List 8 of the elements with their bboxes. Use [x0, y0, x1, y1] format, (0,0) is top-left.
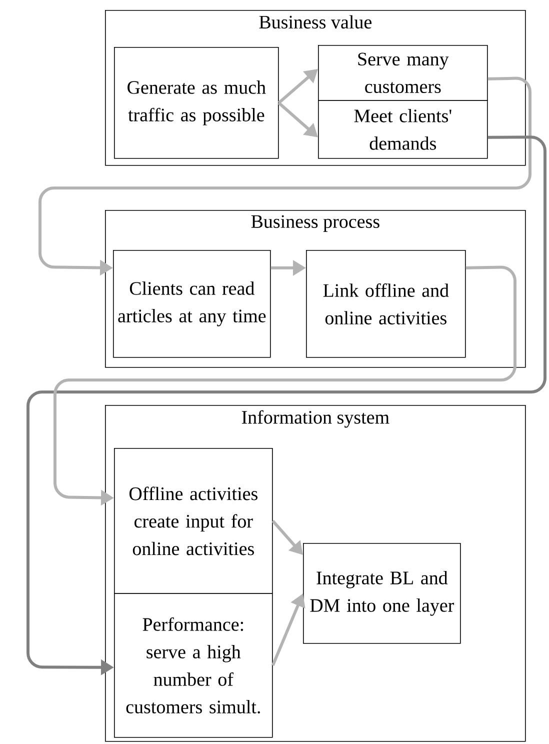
- process-box: Offline activities create input for online activities: [114, 448, 273, 594]
- process-box: Integrate BL and DM into one layer: [303, 543, 461, 644]
- process-box: Performance: serve a high number of customers simult.: [114, 593, 273, 738]
- process-box: Meet clients' demands: [318, 100, 488, 159]
- process-box: Link offline and online activities: [306, 250, 466, 358]
- process-box: Generate as much traffic as possible: [114, 47, 279, 159]
- process-box: Serve many customers: [318, 45, 488, 101]
- process-box: Clients can read articles at any time: [113, 250, 271, 358]
